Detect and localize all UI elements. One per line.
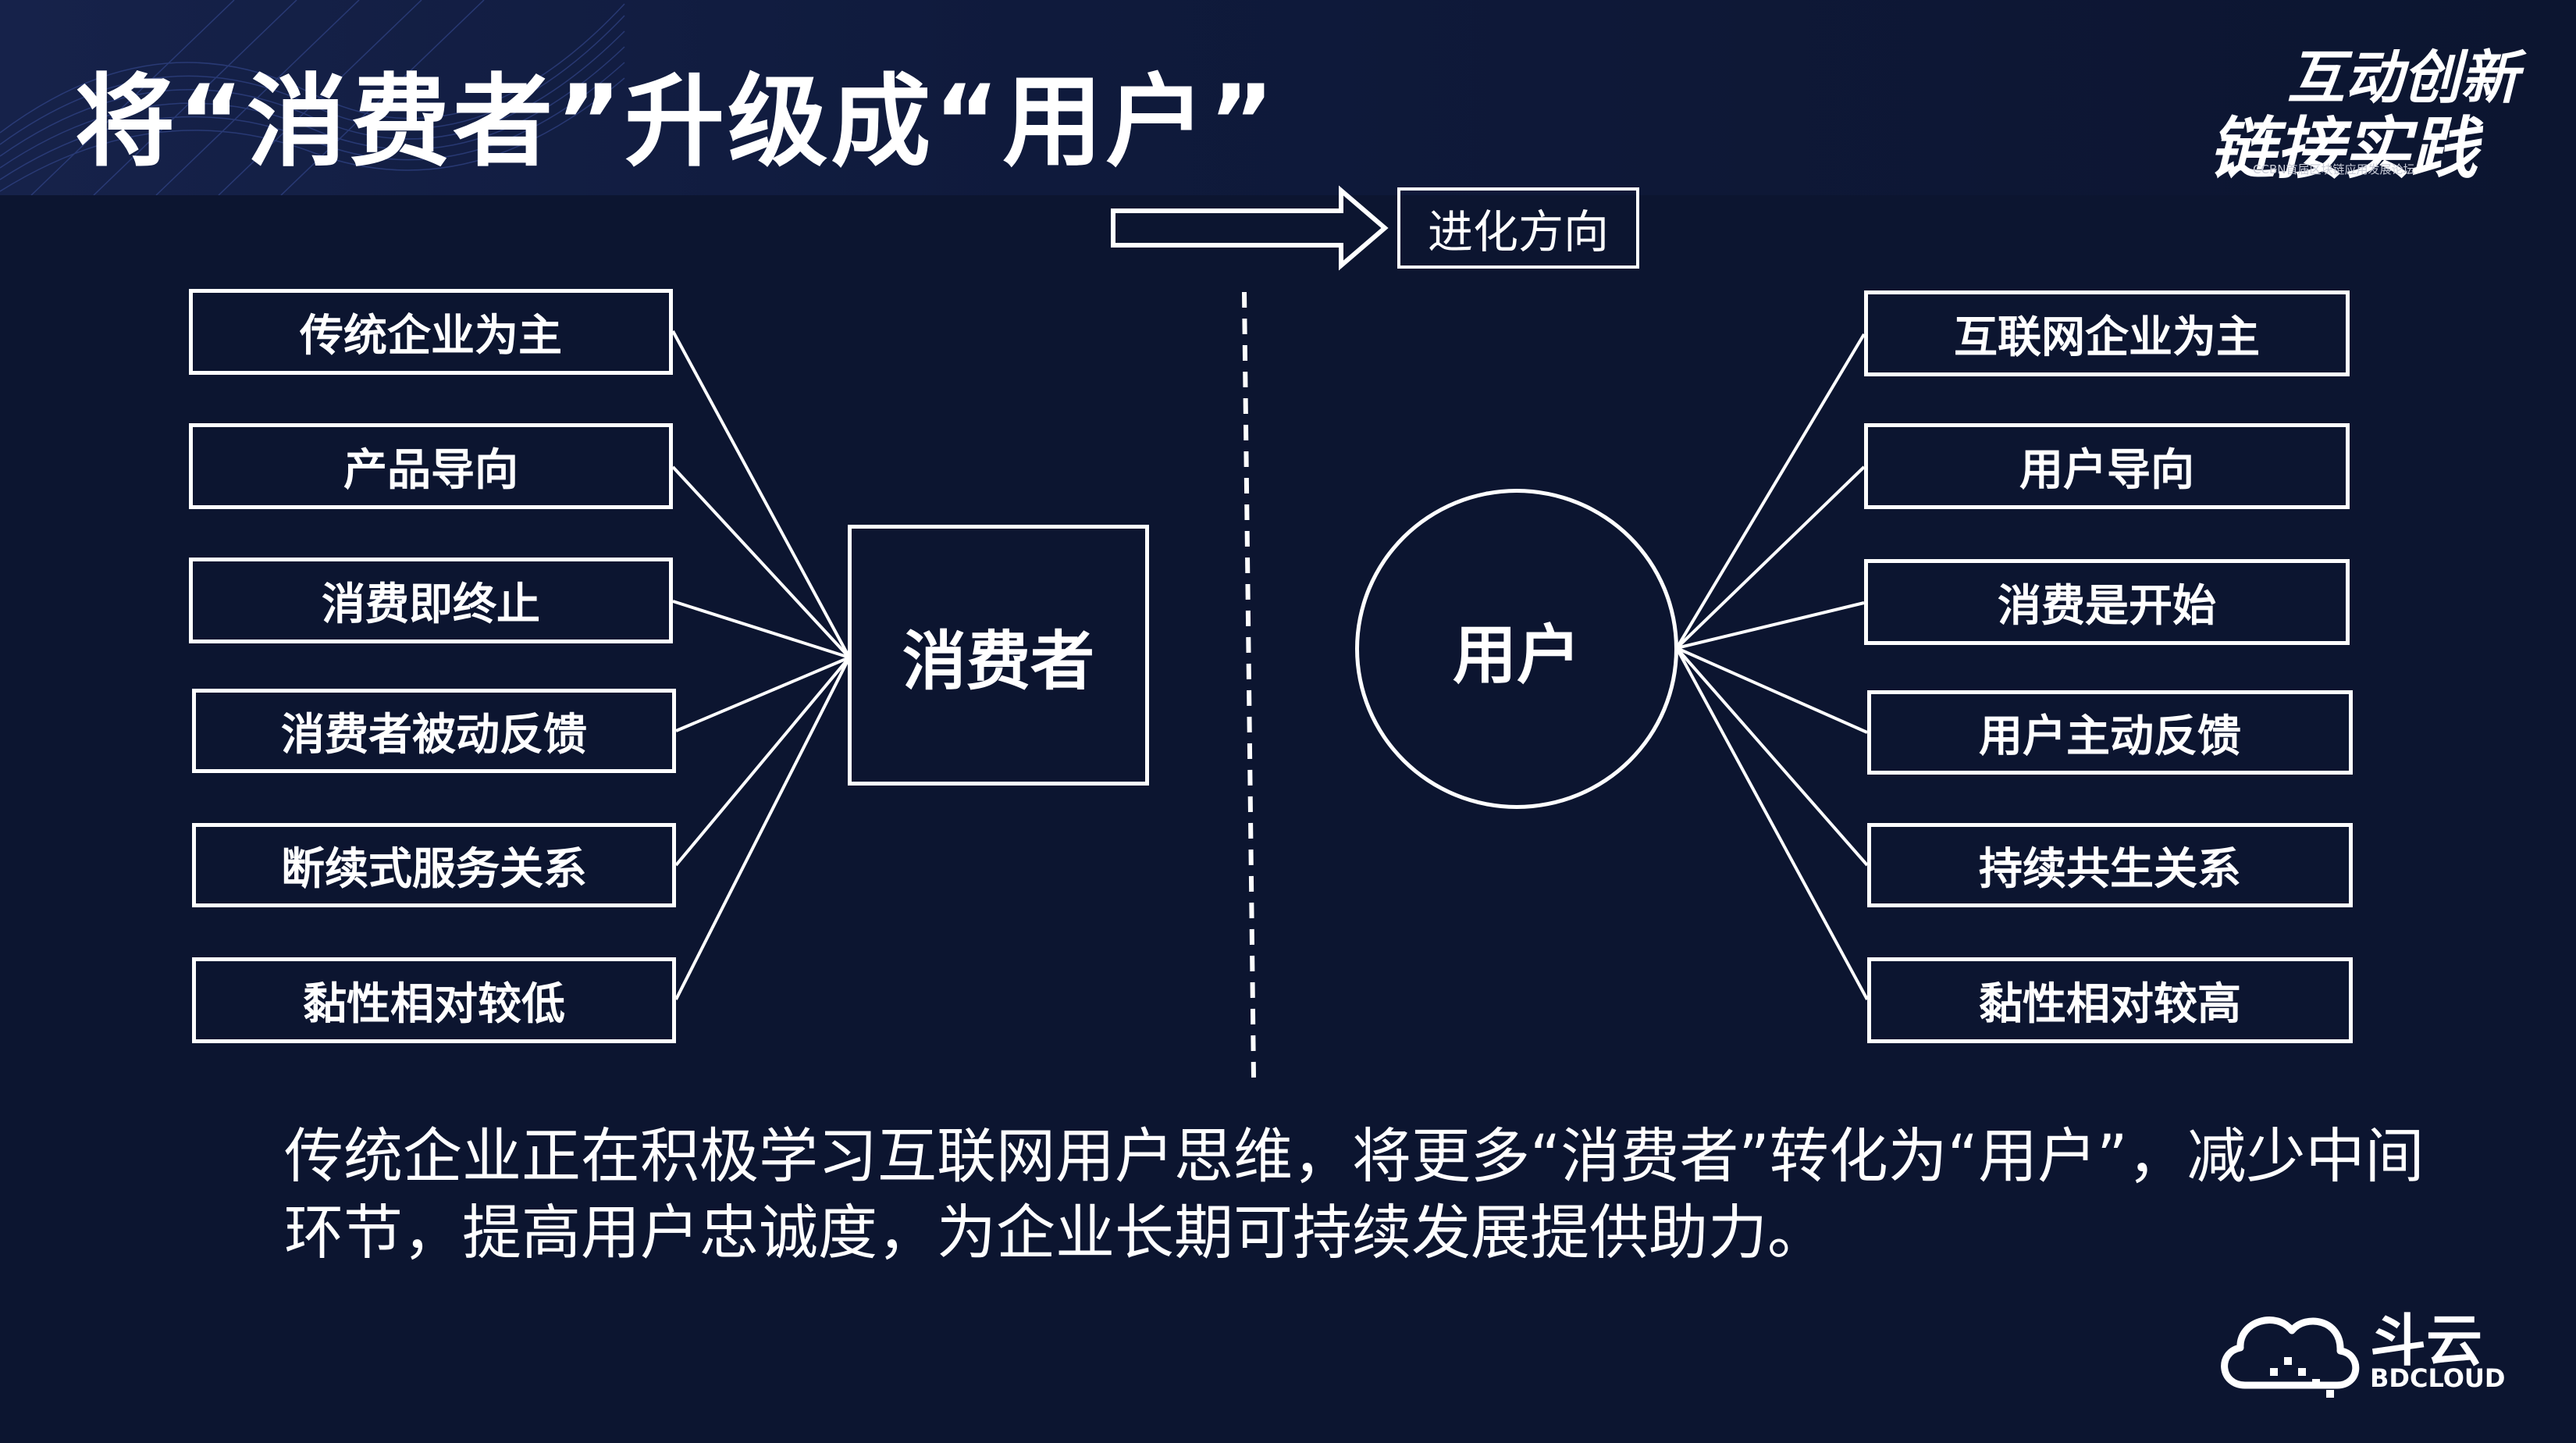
left-item-6: 黏性相对较低 xyxy=(192,957,676,1043)
right-item-2: 用户导向 xyxy=(1864,423,2350,509)
user-center-circle: 用户 xyxy=(1355,489,1678,809)
cloud-icon xyxy=(2221,1317,2360,1398)
connector-right-1 xyxy=(1675,333,1866,650)
wave-mesh-decoration xyxy=(0,0,625,195)
connector-right-4 xyxy=(1676,647,1868,734)
right-item-6: 黏性相对较高 xyxy=(1867,957,2353,1043)
left-item-4: 消费者被动反馈 xyxy=(192,689,676,773)
connector-right-3 xyxy=(1676,601,1865,650)
divider-dashed-line xyxy=(1242,291,1256,1078)
bdcloud-logo-cn: 斗云 xyxy=(2370,1308,2483,1374)
right-item-3: 消费是开始 xyxy=(1864,559,2350,645)
left-item-3: 消费即终止 xyxy=(189,558,673,643)
connector-right-2 xyxy=(1675,465,1866,650)
right-item-1: 互联网企业为主 xyxy=(1864,290,2350,376)
connector-left-6 xyxy=(674,657,851,1000)
connector-right-5 xyxy=(1675,647,1869,867)
connector-left-1 xyxy=(671,330,851,658)
connector-left-3 xyxy=(672,600,850,659)
left-item-5: 断续式服务关系 xyxy=(192,823,676,907)
left-item-1: 传统企业为主 xyxy=(189,289,673,375)
title-band xyxy=(0,0,2576,195)
summary-text: 传统企业正在积极学习互联网用户思维，将更多“消费者”转化为“用户”，减少中间环节… xyxy=(284,1121,2425,1267)
consumer-center-box: 消费者 xyxy=(848,525,1149,786)
connector-right-6 xyxy=(1675,647,1869,1000)
forum-logo-caption: CCBN首届区块链应用发展论坛 xyxy=(2253,162,2415,176)
slide-title: 将“消费者”升级成“用户” xyxy=(75,64,1278,180)
right-item-5: 持续共生关系 xyxy=(1867,823,2353,907)
forum-logo: 互动创新 链接实践 CCBN首届区块链应用发展论坛 xyxy=(2201,23,2518,188)
forum-logo-line1: 互动创新 xyxy=(2287,45,2518,112)
connector-left-4 xyxy=(675,656,850,732)
connector-left-2 xyxy=(671,465,851,659)
left-item-2: 产品导向 xyxy=(189,423,673,509)
connector-left-5 xyxy=(674,656,851,867)
direction-label: 进化方向 xyxy=(1397,187,1639,269)
forum-logo-line2: 链接实践 xyxy=(2209,109,2478,188)
right-item-4: 用户主动反馈 xyxy=(1867,690,2353,775)
arrow-right-icon xyxy=(1111,185,1389,271)
bdcloud-logo-en: BDCLOUD xyxy=(2370,1363,2506,1393)
bdcloud-logo: 斗云 BDCLOUD xyxy=(2214,1293,2510,1402)
